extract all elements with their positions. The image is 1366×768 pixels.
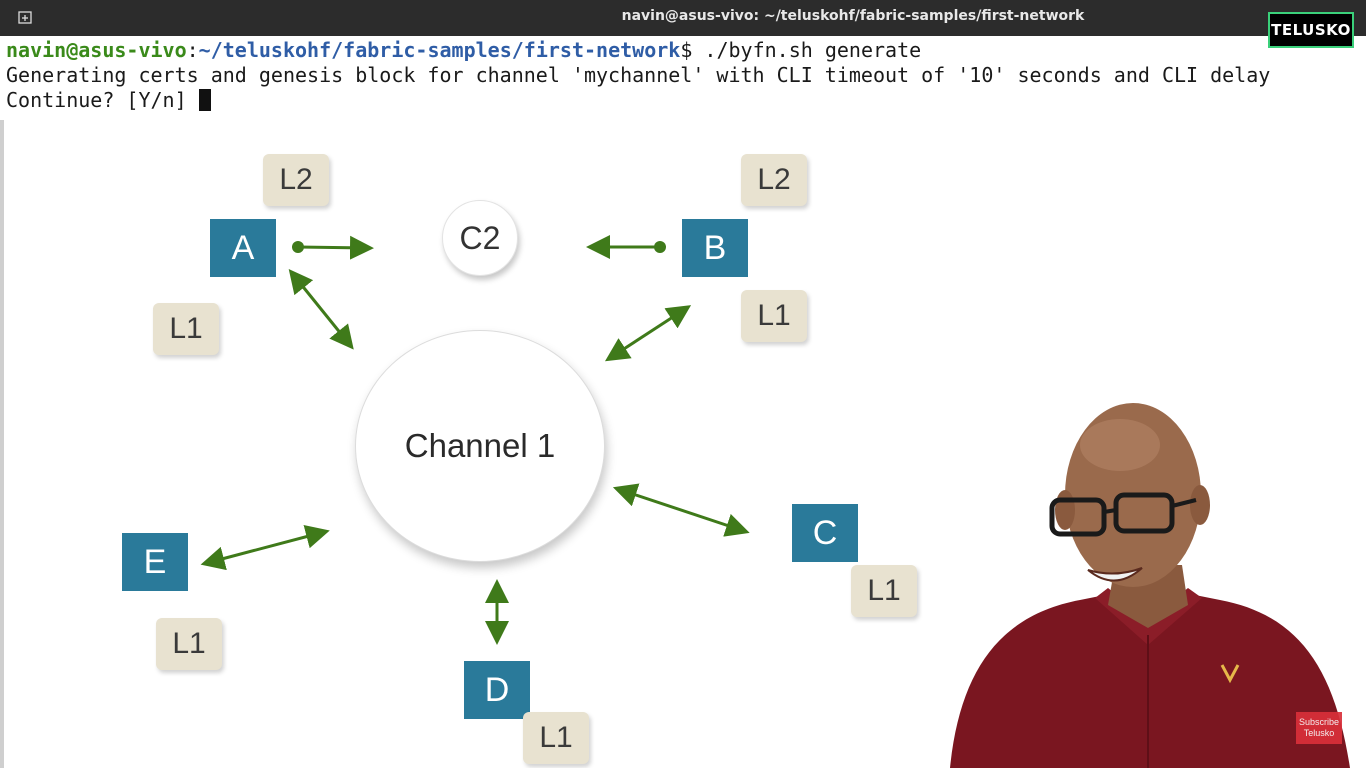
command-text: ./byfn.sh generate	[704, 38, 922, 62]
orderer-c2: C2	[442, 200, 518, 276]
subscribe-channel: Telusko	[1303, 728, 1335, 738]
prompt-separator: :	[186, 38, 199, 62]
new-tab-icon	[18, 11, 32, 24]
connection-arrows	[200, 235, 750, 645]
terminal-line-command: navin@asus-vivo:~/teluskohf/fabric-sampl…	[6, 38, 1366, 63]
text-cursor	[198, 89, 211, 111]
ledger-b-l1: L1	[741, 290, 807, 342]
prompt-symbol: $	[680, 38, 705, 62]
terminal-line-output: Generating certs and genesis block for c…	[6, 63, 1271, 87]
ledger-b-l2: L2	[741, 154, 807, 206]
ledger-e-l1: L1	[156, 618, 222, 670]
arrow-a-channel	[288, 268, 354, 350]
node-e: E	[122, 533, 188, 591]
ledger-c-l1: L1	[851, 565, 917, 617]
arrow-c-channel	[612, 483, 750, 537]
ledger-a-l2: L2	[263, 154, 329, 206]
presenter-image	[950, 403, 1350, 768]
channel-1-circle: Channel 1	[355, 330, 605, 562]
prompt-user: navin@asus-vivo	[6, 38, 187, 62]
terminal-output[interactable]: navin@asus-vivo:~/teluskohf/fabric-sampl…	[0, 36, 1366, 120]
terminal-line-prompt: Continue? [Y/n]	[6, 88, 1366, 113]
window-title: navin@asus-vivo: ~/teluskohf/fabric-samp…	[621, 8, 1085, 24]
node-c: C	[792, 504, 858, 562]
node-a: A	[210, 219, 276, 277]
subscribe-button[interactable]: Subscribe Telusko	[1296, 712, 1342, 744]
window-titlebar: navin@asus-vivo: ~/teluskohf/fabric-samp…	[0, 0, 1366, 36]
arrow-e-channel	[200, 524, 330, 571]
node-d: D	[464, 661, 530, 719]
window-left-edge	[0, 120, 4, 768]
subscribe-label: Subscribe	[1298, 717, 1340, 727]
node-b: B	[682, 219, 748, 277]
arrow-b-channel	[604, 305, 692, 362]
ledger-a-l1: L1	[153, 303, 219, 355]
new-tab-button[interactable]	[12, 6, 38, 28]
continue-prompt: Continue? [Y/n]	[6, 88, 199, 112]
ledger-d-l1: L1	[523, 712, 589, 764]
network-diagram: C2 Channel 1 A B C D E L2 L1 L2 L1 L1 L1…	[0, 120, 1366, 768]
arrow-a-c2	[292, 235, 374, 260]
prompt-path: ~/teluskohf/fabric-samples/first-network	[198, 38, 681, 62]
brand-logo: TELUSKO	[1268, 12, 1354, 48]
